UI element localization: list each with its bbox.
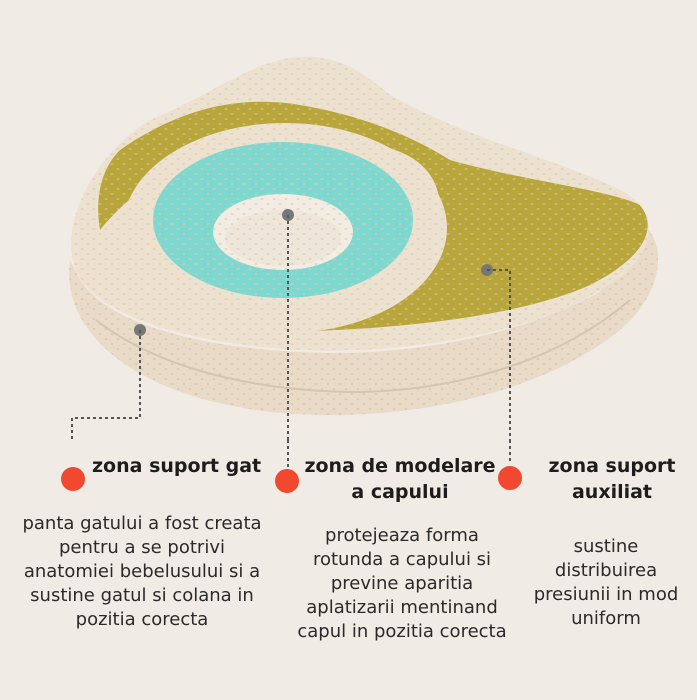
- head-zone-title: zona de modelare a capului: [304, 455, 496, 503]
- neck-zone-marker: [61, 467, 85, 491]
- pillow-illustration: [69, 56, 659, 440]
- neck-zone-title: zona suport gat: [92, 455, 262, 477]
- aux-zone-marker: [498, 466, 522, 490]
- aux-zone-title: zona suport auxiliat: [548, 455, 676, 503]
- head-zone-marker: [275, 469, 299, 493]
- aux-leader-line: [487, 269, 511, 440]
- neck-leader-line: [71, 330, 141, 440]
- aux-zone-description: sustine distribuirea presiunii in mod un…: [533, 536, 679, 629]
- neck-zone-description: panta gatului a fost creata pentru a se …: [22, 513, 262, 630]
- head-zone-description: protejeaza forma rotunda a capului si pr…: [297, 525, 507, 642]
